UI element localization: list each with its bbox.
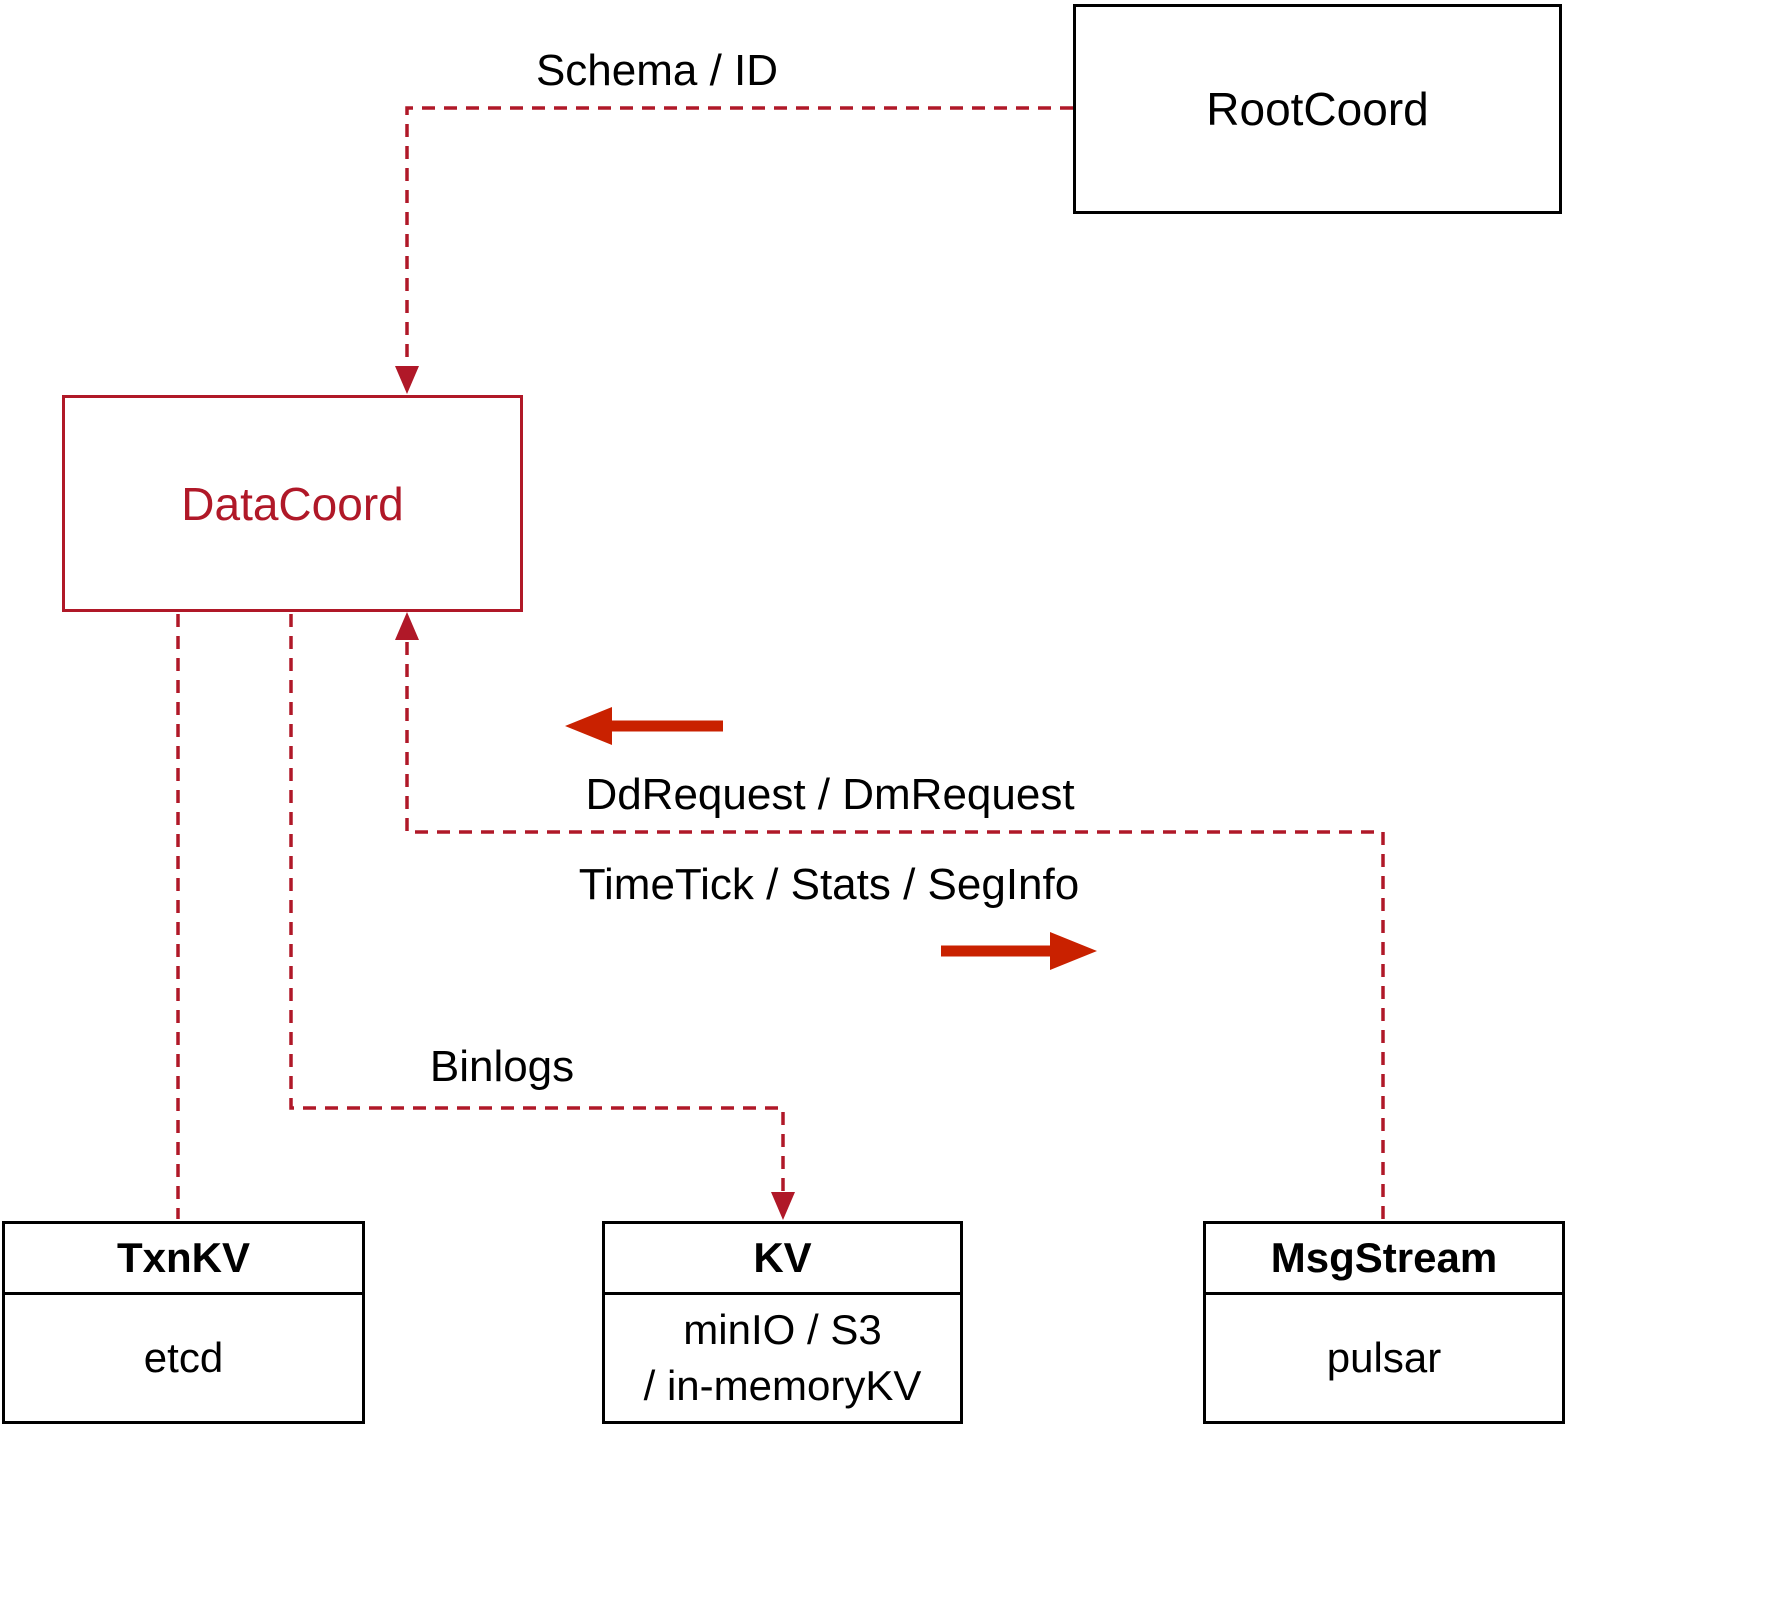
txnkv-body: etcd [143, 1334, 224, 1381]
node-datacoord: DataCoord [62, 395, 523, 612]
node-rootcoord: RootCoord [1073, 4, 1562, 214]
edge-datacoord-to-kv [289, 614, 795, 1220]
edge-msgstream-to-datacoord [395, 612, 1385, 1219]
msgstream-title: MsgStream [1206, 1224, 1562, 1295]
edge-rootcoord-to-datacoord [395, 106, 1073, 394]
label-binlogs: Binlogs [429, 1042, 575, 1091]
label-timetick-stats-seginfo: TimeTick / Stats / SegInfo [578, 860, 1080, 909]
kv-title: KV [605, 1224, 960, 1295]
msgstream-body: pulsar [1326, 1334, 1442, 1381]
rootcoord-label: RootCoord [1206, 83, 1429, 135]
flow-right-arrow-icon [941, 932, 1097, 970]
label-schema-id: Schema / ID [535, 46, 779, 95]
datacoord-label: DataCoord [181, 477, 404, 530]
node-kv: KV minIO / S3 / in-memoryKV [602, 1221, 963, 1424]
txnkv-title: TxnKV [5, 1224, 362, 1295]
label-ddrequest-dmrequest: DdRequest / DmRequest [585, 770, 1075, 819]
node-txnkv: TxnKV etcd [2, 1221, 365, 1424]
node-msgstream: MsgStream pulsar [1203, 1221, 1565, 1424]
flow-left-arrow-icon [565, 707, 723, 745]
kv-body-line2: / in-memoryKV [643, 1362, 922, 1409]
kv-body-line1: minIO / S3 [683, 1306, 882, 1353]
